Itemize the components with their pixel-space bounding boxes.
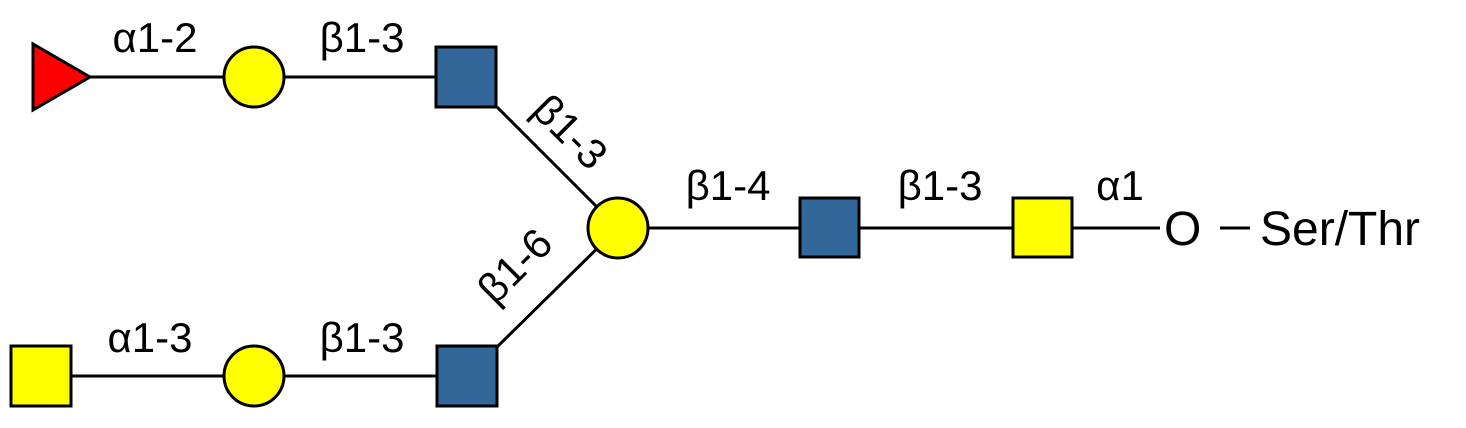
linkage-label: α1-3 [108, 314, 193, 361]
galactose-circle-center [586, 196, 650, 260]
linkage-label: β1-3 [320, 14, 405, 61]
oxygen-label: O [1164, 203, 1201, 256]
linkage-label: α1 [1096, 162, 1144, 209]
glcnac-square-top [434, 45, 498, 109]
linkage-label: β1-3 [524, 85, 617, 178]
linkage-label: α1-2 [113, 14, 198, 61]
glcnac-square-bottom [435, 344, 499, 408]
linkage-label: β1-3 [320, 314, 405, 361]
galactose-circle-top [222, 45, 286, 109]
glcnac-square-main [798, 196, 861, 259]
galactose-circle-bottom [222, 344, 286, 408]
galnac-square-reducing [1011, 196, 1074, 259]
galnac-square-bottom [9, 344, 73, 408]
linkage-label: β1-4 [686, 162, 771, 209]
fucose-triangle [31, 41, 93, 113]
ser-thr-label: Ser/Thr [1260, 203, 1420, 256]
linkage-label: β1-3 [898, 162, 983, 209]
